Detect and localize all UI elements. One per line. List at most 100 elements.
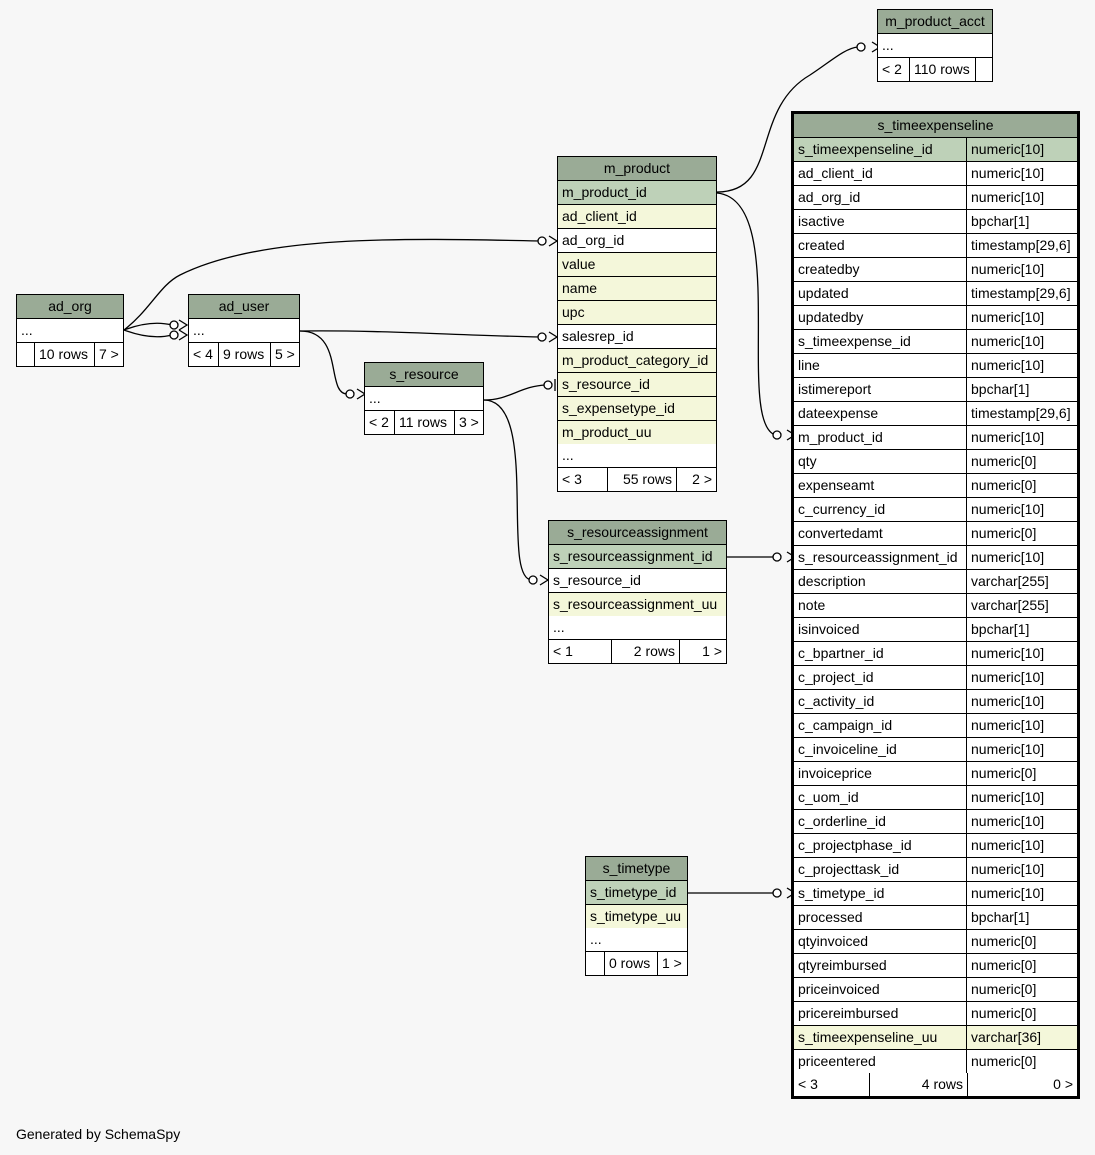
column-name: priceinvoiced — [798, 981, 880, 997]
column-type: numeric[10] — [966, 186, 1077, 209]
children-link[interactable]: 0 > — [967, 1073, 1077, 1096]
table-ad-user[interactable]: ad_user ... < 4 9 rows 5 > — [188, 294, 300, 367]
children-link[interactable]: 3 > — [454, 411, 483, 434]
parents-link[interactable]: < 2 — [882, 61, 902, 77]
table-row[interactable]: value — [558, 253, 716, 277]
parents-link[interactable]: < 2 — [369, 414, 389, 430]
table-m-product-acct[interactable]: m_product_acct ... < 2 110 rows — [877, 9, 993, 82]
parents-link[interactable] — [586, 952, 604, 975]
table-row[interactable]: m_product_category_id — [558, 349, 716, 373]
table-row[interactable]: s_timetype_id — [586, 881, 687, 905]
column-name: qtyreimbursed — [798, 957, 887, 973]
children-link[interactable] — [975, 58, 992, 81]
children-link[interactable]: 1 > — [679, 640, 726, 663]
column-name: qty — [798, 453, 817, 469]
parents-link[interactable]: < 4 — [193, 346, 213, 362]
table-header[interactable]: m_product_acct — [878, 10, 992, 34]
table-header[interactable]: ad_org — [17, 295, 123, 319]
column-type: bpchar[1] — [966, 906, 1077, 929]
table-row[interactable]: s_resourceassignment_id — [549, 545, 726, 569]
table-s-resourceassignment[interactable]: s_resourceassignment s_resourceassignmen… — [548, 520, 727, 664]
parents-link[interactable]: < 1 — [553, 643, 573, 659]
children-link[interactable]: 5 > — [270, 343, 299, 366]
table-row[interactable]: s_expensetype_id — [558, 397, 716, 421]
table-row[interactable]: s_resource_id — [558, 373, 716, 397]
more-columns: ... — [562, 447, 574, 463]
table-row[interactable]: ad_client_id — [558, 205, 716, 229]
row-count: 110 rows — [909, 58, 975, 81]
table-row[interactable]: ad_org_id — [558, 229, 716, 253]
table-header[interactable]: m_product — [558, 157, 716, 181]
table-row[interactable]: name — [558, 277, 716, 301]
table-header[interactable]: s_resource — [365, 363, 483, 387]
table-s-resource[interactable]: s_resource ... < 2 11 rows 3 > — [364, 362, 484, 435]
children-link[interactable]: 2 > — [676, 468, 716, 491]
children-link[interactable]: 7 > — [94, 343, 123, 366]
column-name: c_project_id — [798, 669, 874, 685]
column-name: c_projecttask_id — [798, 861, 900, 877]
table-row[interactable]: upc — [558, 301, 716, 325]
table-row[interactable]: salesrep_id — [558, 325, 716, 349]
children-link[interactable]: 1 > — [657, 952, 687, 975]
table-header[interactable]: ad_user — [189, 295, 299, 319]
column-name: updated — [798, 285, 849, 301]
table-row[interactable]: s_resourceassignment_uu — [549, 593, 726, 616]
table-header[interactable]: s_timetype — [586, 857, 687, 881]
table-header[interactable]: s_resourceassignment — [549, 521, 726, 545]
parents-link[interactable]: < 3 — [562, 471, 582, 487]
table-ad-org[interactable]: ad_org ... 10 rows 7 > — [16, 294, 124, 367]
parents-link[interactable] — [17, 343, 34, 366]
table-row[interactable]: s_resource_id — [549, 569, 726, 593]
table-row[interactable]: m_product_id — [558, 181, 716, 205]
parents-link[interactable]: < 3 — [798, 1076, 818, 1092]
column-name: ad_client_id — [798, 165, 873, 181]
table-row[interactable]: m_product_uu — [558, 421, 716, 444]
table-row[interactable]: s_timetype_uu — [586, 905, 687, 928]
table-header[interactable]: s_timeexpenseline — [794, 114, 1077, 138]
column-type: numeric[10] — [966, 714, 1077, 737]
